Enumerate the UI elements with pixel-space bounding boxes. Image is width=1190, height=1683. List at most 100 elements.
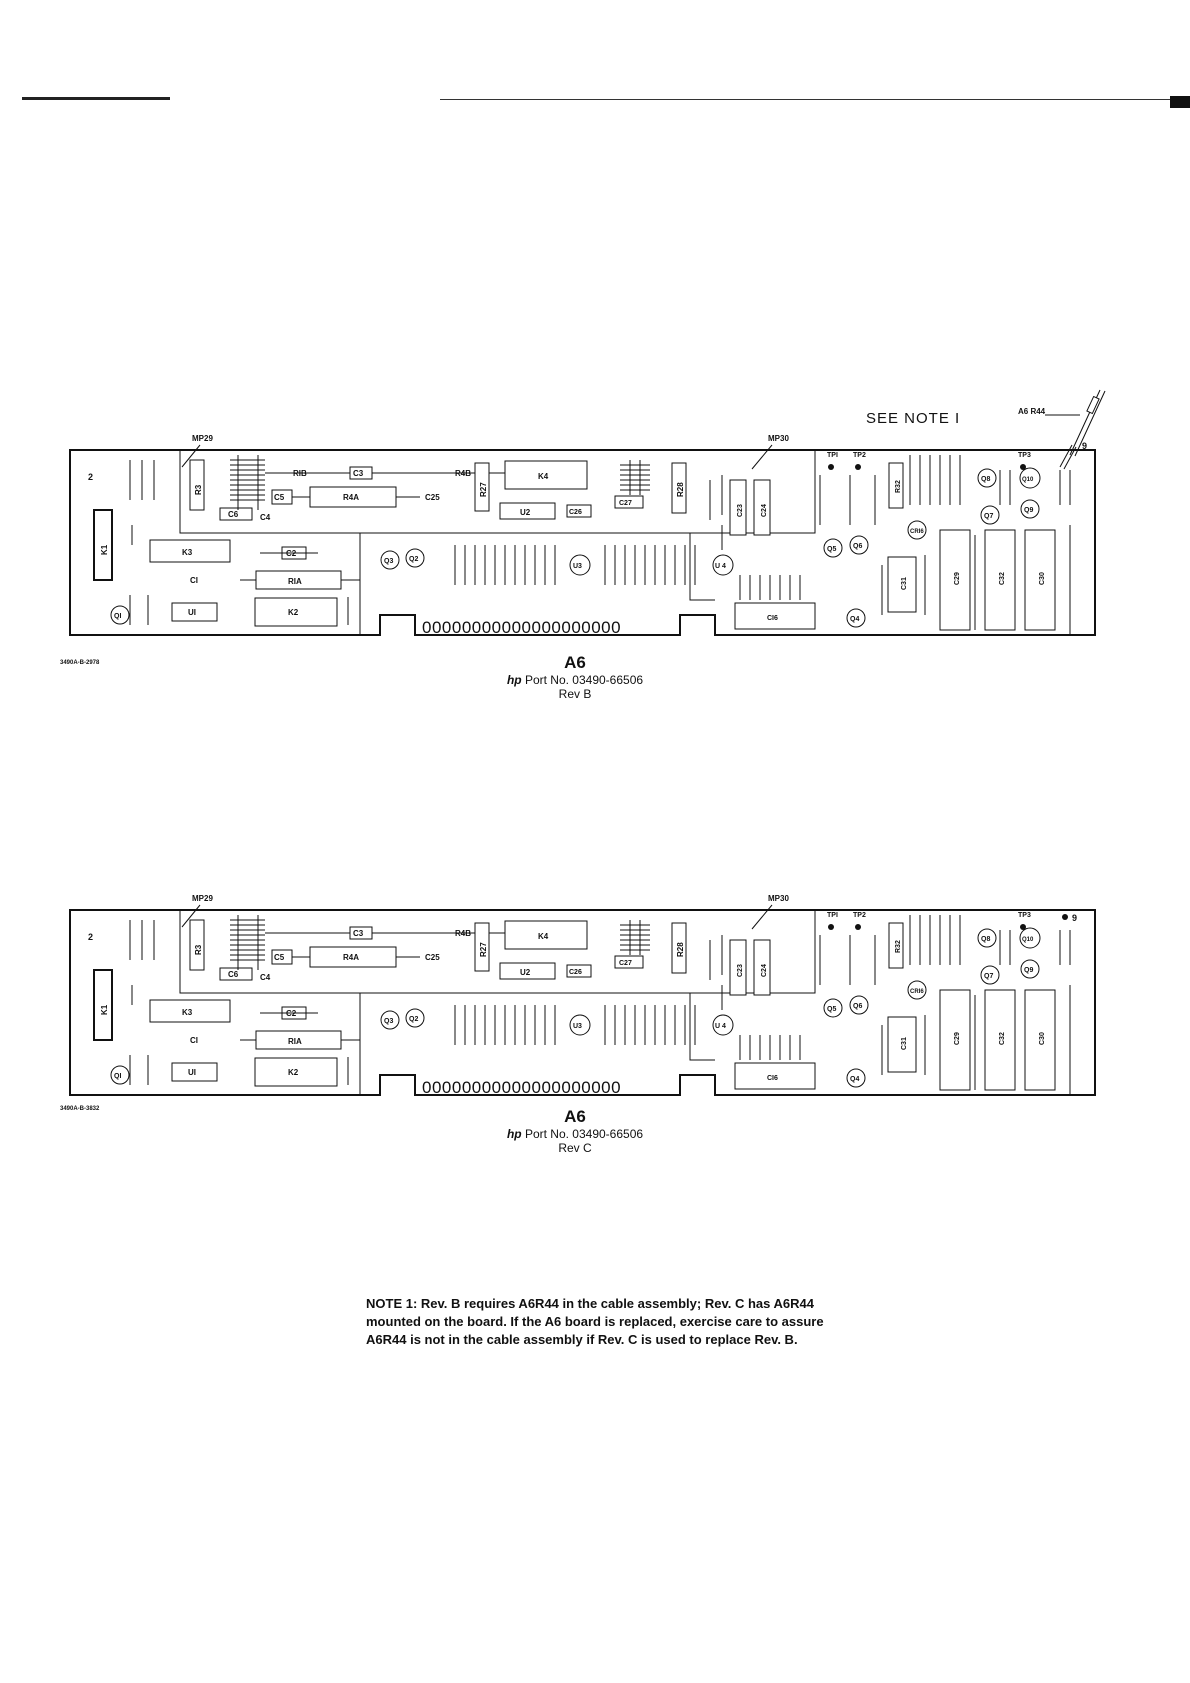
q10-label: Q10	[1022, 477, 1034, 483]
ladder-component	[230, 915, 265, 970]
board-name: A6	[564, 653, 586, 672]
c1-label: CI	[190, 1036, 198, 1045]
note-1: NOTE 1: Rev. B requires A6R44 in the cab…	[366, 1296, 824, 1347]
r3-label: R3	[194, 944, 203, 955]
c5-label: C5	[274, 493, 285, 502]
cr16-label: CRI6	[910, 989, 924, 995]
mp29-label: MP29	[192, 434, 213, 443]
mp30-label: MP30	[768, 895, 789, 903]
q2-label: Q2	[409, 1016, 418, 1023]
revision: Rev B	[558, 687, 592, 701]
q1-label: QI	[114, 613, 121, 620]
drawing-number-rev-c: 3490A-B-3832	[60, 1106, 100, 1112]
c29-label: C29	[954, 572, 961, 585]
r27-label: R27	[479, 942, 488, 957]
rib-label: RIB	[293, 469, 307, 478]
c1-label: CI	[190, 576, 198, 585]
k3-label: K3	[182, 548, 193, 557]
cable-resistor-icon	[1045, 389, 1106, 470]
c31-label: C31	[901, 577, 908, 590]
board-diagram-rev-c: MP29 MP30 K1 K3 C6 R3 C3 R4B C5 R4A C25 …	[69, 895, 1096, 1097]
c5-label: C5	[274, 953, 285, 962]
r4a-label: R4A	[343, 953, 359, 962]
q7-label: Q7	[984, 973, 993, 980]
q5-label: Q5	[827, 546, 836, 553]
q5-label: Q5	[827, 1006, 836, 1013]
c6-label: C6	[228, 970, 239, 979]
q8-label: Q8	[981, 936, 990, 943]
c16-label: CI6	[767, 1075, 778, 1082]
tp2-label: TP2	[853, 912, 866, 919]
c25-label: C25	[425, 493, 440, 502]
c23-label: C23	[737, 504, 744, 517]
u2-label: U2	[520, 508, 531, 517]
hp-logo: hp	[506, 1127, 522, 1141]
u4-label: U 4	[715, 563, 726, 570]
c3-label: C3	[353, 929, 364, 938]
cable-label: A6 R44	[1018, 407, 1046, 416]
c26-label: C26	[569, 509, 582, 516]
shield-box	[179, 909, 816, 994]
corner-mark-2: 2	[88, 932, 93, 942]
c6-label: C6	[228, 510, 239, 519]
r1a-label: RIA	[288, 1037, 302, 1046]
r4b-label: R4B	[455, 469, 471, 478]
hp-logo: hp	[506, 673, 522, 687]
k2-label: K2	[288, 1068, 299, 1077]
k3-label: K3	[182, 1008, 193, 1017]
q6-label: Q6	[853, 1003, 862, 1010]
board-diagram-rev-b: MP29 MP30 K1 K3 C6 R3 RIB C3 R4B C5 R4A …	[69, 389, 1106, 637]
k4-label: K4	[538, 932, 549, 941]
corner-mark-9: 9	[1082, 441, 1087, 451]
edge-connector: 00000000000000000000	[422, 618, 621, 637]
r4a-label: R4A	[343, 493, 359, 502]
c30-label: C30	[1039, 572, 1046, 585]
board-name: A6	[564, 1107, 586, 1126]
ladder-component	[230, 455, 265, 510]
c4-label: C4	[260, 973, 271, 982]
q3-label: Q3	[384, 1018, 393, 1025]
header-rule-right	[440, 99, 1170, 100]
r28-label: R28	[676, 942, 685, 957]
revision: Rev C	[558, 1141, 592, 1155]
c29-label: C29	[954, 1032, 961, 1045]
r27-label: R27	[479, 482, 488, 497]
c26-label: C26	[569, 969, 582, 976]
tp3-label: TP3	[1018, 452, 1031, 459]
header-rule-tab	[1170, 96, 1190, 108]
q1-label: QI	[114, 1073, 121, 1080]
c27-label: C27	[619, 500, 632, 507]
u3-label: U3	[573, 563, 582, 570]
see-note-label: SEE NOTE I	[866, 410, 961, 427]
header-rule-left	[22, 97, 170, 100]
u1-label: UI	[188, 1068, 196, 1077]
mp29-label: MP29	[192, 895, 213, 903]
u3-label: U3	[573, 1023, 582, 1030]
drawing-number-rev-b: 3490A-B-2978	[60, 660, 100, 666]
corner-mark-9: 9	[1072, 913, 1077, 923]
c32-label: C32	[999, 572, 1006, 585]
c27-label: C27	[619, 960, 632, 967]
r4b-label: R4B	[455, 929, 471, 938]
k1-label: K1	[100, 544, 109, 555]
r28-label: R28	[676, 482, 685, 497]
mp30-label: MP30	[768, 434, 789, 443]
q4-label: Q4	[850, 616, 859, 623]
c4-label: C4	[260, 513, 271, 522]
c16-label: CI6	[767, 615, 778, 622]
edge-connector: 00000000000000000000	[422, 1078, 621, 1097]
q8-label: Q8	[981, 476, 990, 483]
k1-label: K1	[100, 1004, 109, 1015]
shield-box	[179, 449, 816, 534]
q10-label: Q10	[1022, 937, 1034, 943]
board-title-rev-c: A6 hp Port No. 03490-66506 Rev C	[425, 1107, 725, 1155]
k2-label: K2	[288, 608, 299, 617]
part-number: Port No. 03490-66506	[524, 673, 644, 687]
r1a-label: RIA	[288, 577, 302, 586]
r32-label: R32	[895, 480, 902, 493]
c24-label: C24	[761, 504, 768, 517]
board-title-rev-b: A6 hp Port No. 03490-66506 Rev B	[425, 653, 725, 701]
u1-label: UI	[188, 608, 196, 617]
tp3-label: TP3	[1018, 912, 1031, 919]
q2-label: Q2	[409, 556, 418, 563]
